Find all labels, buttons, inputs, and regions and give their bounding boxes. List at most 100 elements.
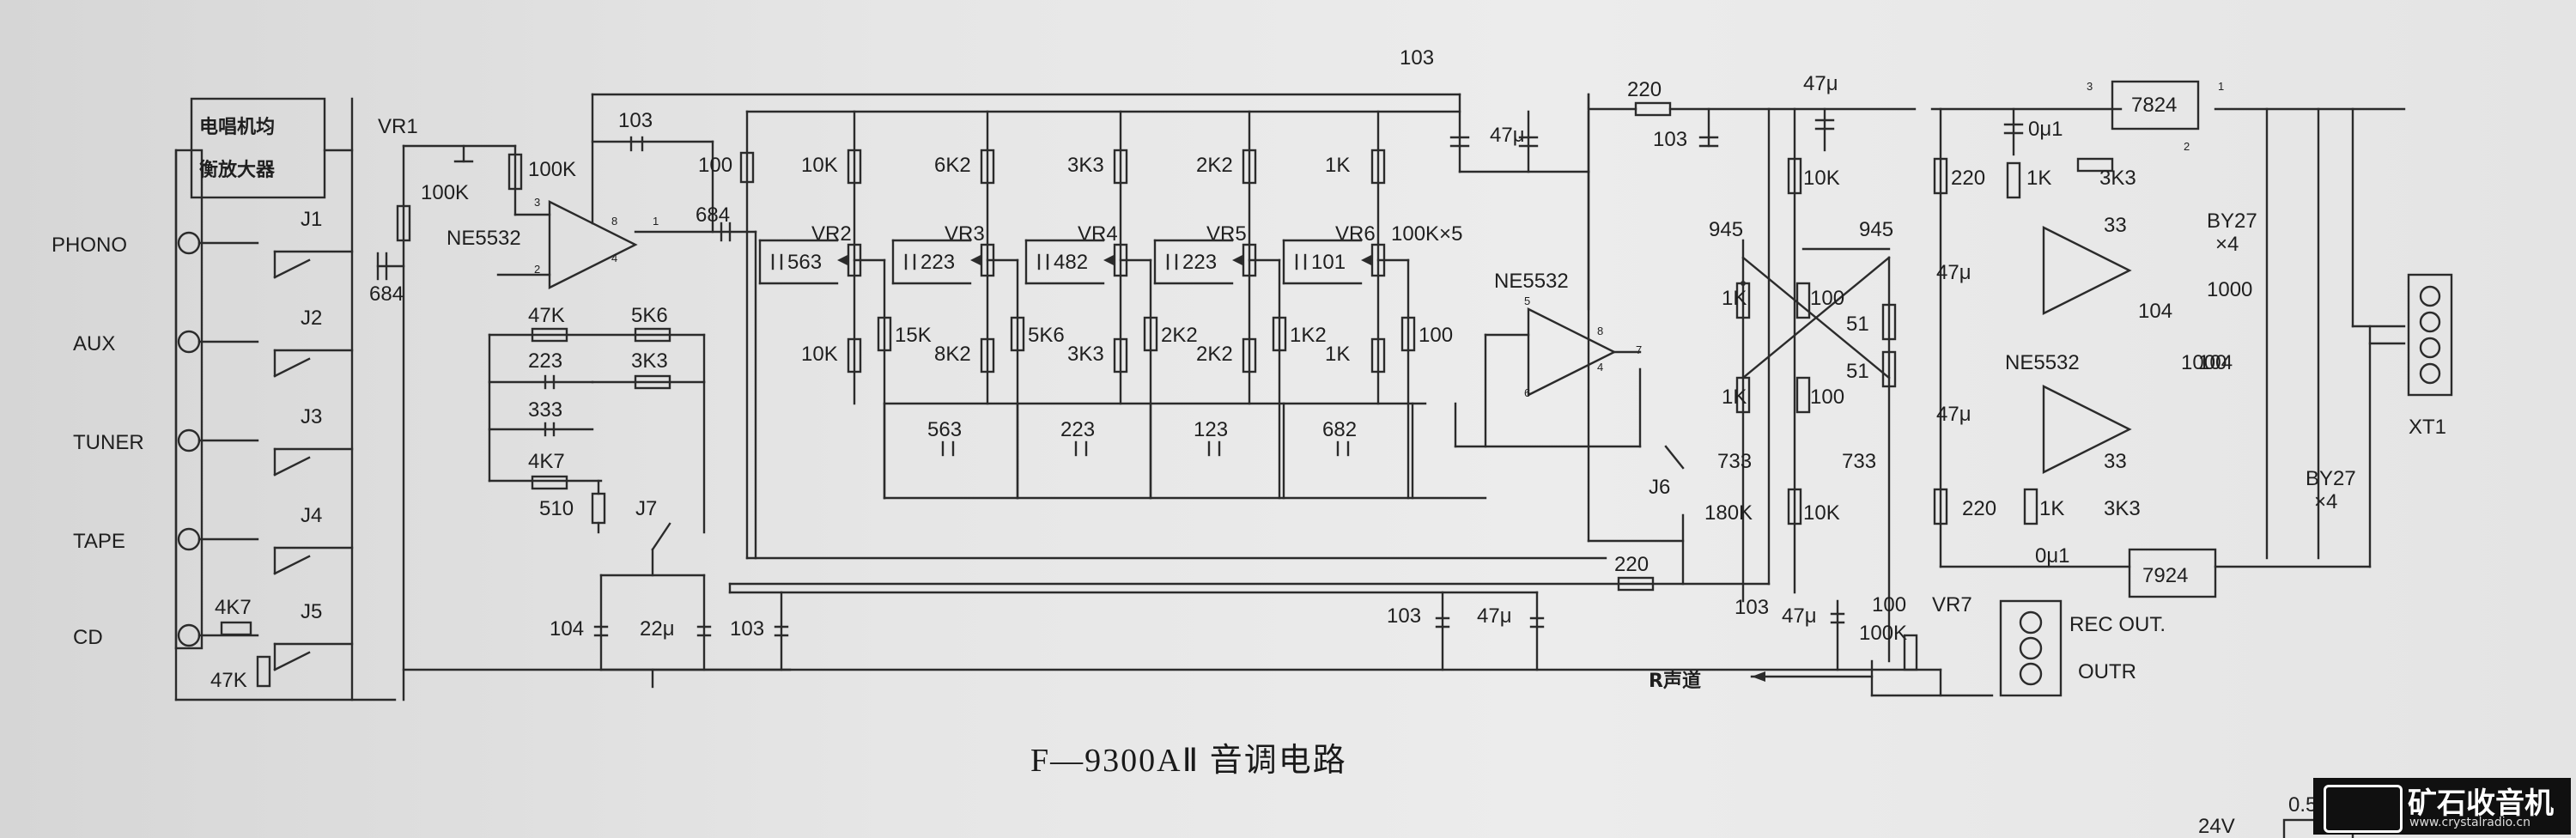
eq-r-top-3 <box>1113 149 1128 185</box>
jack-label-j2: J2 <box>301 307 322 330</box>
vr1-label: VR1 <box>378 115 418 138</box>
svg-text:7924: 7924 <box>2142 564 2188 587</box>
eq-c-label-4: 223 <box>1182 251 1217 274</box>
input-jack-cd <box>177 623 201 647</box>
eq-c-low-label-1: 563 <box>927 418 962 441</box>
svg-text:0μ1: 0μ1 <box>2035 544 2070 568</box>
eq-r-top-1 <box>847 149 862 185</box>
svg-text:47μ: 47μ <box>1490 124 1525 147</box>
svg-text:3: 3 <box>534 196 540 209</box>
r-channel-label: R声道 <box>1649 670 1701 692</box>
svg-text:180K: 180K <box>1704 501 1753 525</box>
svg-text:510: 510 <box>539 497 574 520</box>
input-jack-tape <box>177 527 201 551</box>
svg-text:2: 2 <box>2184 140 2190 153</box>
diagram-title: F—9300AⅡ 音调电路 <box>1030 743 1347 779</box>
svg-text:4: 4 <box>611 252 617 264</box>
input-r1-label: 4K7 <box>215 596 252 619</box>
eq-r-side-1 <box>877 316 892 352</box>
xt1-connector <box>2407 273 2453 397</box>
svg-text:1K: 1K <box>2026 167 2051 190</box>
eq-c-label-3: 482 <box>1054 251 1088 274</box>
eq-r-bot-label-2: 8K2 <box>934 343 971 366</box>
svg-text:1000: 1000 <box>2207 278 2252 301</box>
eq-r-top-label-4: 2K2 <box>1196 154 1233 177</box>
svg-text:103: 103 <box>1653 128 1687 151</box>
svg-text:BY27: BY27 <box>2306 467 2356 490</box>
eq-r-top-label-1: 10K <box>801 154 838 177</box>
svg-text:100: 100 <box>698 154 732 177</box>
opamp-2 <box>1527 307 1617 397</box>
eq-opamp: 103 47μ NE5532 5 8 7 4 6 J6 220 <box>728 46 1771 671</box>
opamp-3 <box>2042 226 2132 315</box>
input-label-aux: AUX <box>73 332 115 355</box>
input-label-cd: CD <box>73 626 103 649</box>
svg-text:2: 2 <box>534 263 540 276</box>
svg-text:8: 8 <box>1597 325 1603 337</box>
svg-text:223: 223 <box>528 349 562 373</box>
eq-r-top-label-5: 1K <box>1325 154 1350 177</box>
svg-text:47μ: 47μ <box>1477 604 1512 628</box>
rec-out-connector <box>1999 599 2063 697</box>
eq-vr-label-4: VR5 <box>1206 222 1247 246</box>
vr1-value: 100K <box>421 181 469 204</box>
eq-vr-label-5: VR6 <box>1335 222 1376 246</box>
svg-text:733: 733 <box>1717 450 1752 473</box>
svg-text:3: 3 <box>2087 80 2093 93</box>
eq-r-top-label-2: 6K2 <box>934 154 971 177</box>
svg-text:1: 1 <box>2218 80 2224 93</box>
input-jack-tuner <box>177 428 201 452</box>
opamp-2-label: NE5532 <box>1494 270 1569 293</box>
svg-text:100: 100 <box>1810 386 1844 409</box>
eq-r-top-label-3: 3K3 <box>1067 154 1104 177</box>
svg-text:1K: 1K <box>1722 386 1747 409</box>
eq-r-bot-3 <box>1113 337 1128 373</box>
eq-r-side-5 <box>1400 316 1416 352</box>
svg-text:1K: 1K <box>1722 287 1747 310</box>
input-jack-strip <box>174 149 204 650</box>
eq-r-side-label-2: 5K6 <box>1028 324 1065 347</box>
watermark-title: 矿石收音机 <box>2408 786 2554 821</box>
eq-r-bot-1 <box>847 337 862 373</box>
watermark-icon <box>2324 785 2403 833</box>
phono-amp-line2: 衡放大器 <box>199 159 276 181</box>
svg-text:4: 4 <box>1597 361 1603 373</box>
svg-text:VR7: VR7 <box>1932 593 1972 616</box>
svg-text:47K: 47K <box>528 304 565 327</box>
svg-text:0μ1: 0μ1 <box>2028 118 2063 141</box>
jack-label-j5: J5 <box>301 600 322 623</box>
preamp-c-top: 103 <box>618 109 653 132</box>
eq-r-side-label-1: 15K <box>895 324 932 347</box>
svg-text:733: 733 <box>1842 450 1876 473</box>
preamp-c-in: 684 <box>369 282 404 306</box>
eq-r-bot-label-1: 10K <box>801 343 838 366</box>
eq-c-label-1: 563 <box>787 251 822 274</box>
regulator-7924 <box>2128 548 2217 598</box>
eq-r-side-label-4: 1K2 <box>1290 324 1327 347</box>
power-supply: 220 0μ1 1K 3K3 33 7824 3 1 2 NE5532 47μ … <box>1930 80 2453 598</box>
svg-text:51: 51 <box>1846 313 1869 336</box>
eq-c-low-label-3: 123 <box>1194 418 1228 441</box>
eq-r-top-2 <box>980 149 995 185</box>
vr-note: 100K×5 <box>1391 222 1462 246</box>
preamp-c-out: 684 <box>696 203 730 227</box>
input-jack-aux <box>177 330 201 354</box>
eq-r-side-2 <box>1010 316 1025 352</box>
jack-label-j1: J1 <box>301 208 322 231</box>
eq-r-bot-label-3: 3K3 <box>1067 343 1104 366</box>
voltage-label: 24V <box>2198 815 2235 838</box>
eq-r-bot-5 <box>1370 337 1386 373</box>
eq-r-bot-4 <box>1242 337 1257 373</box>
eq-vr-label-1: VR2 <box>811 222 852 246</box>
rec-out-label: REC OUT. <box>2069 613 2166 636</box>
svg-text:100: 100 <box>1810 287 1844 310</box>
phono-amp-box <box>190 97 326 199</box>
svg-text:220: 220 <box>1962 497 1996 520</box>
opamp-3-label: NE5532 <box>2005 351 2080 374</box>
svg-text:220: 220 <box>1951 167 1985 190</box>
eq-vr-label-2: VR3 <box>945 222 985 246</box>
opamp-1-label: NE5532 <box>447 227 521 250</box>
input-selector: 电唱机均 衡放大器 PHONOJ1AUXJ2TUNERJ3TAPEJ4CDJ5 … <box>52 97 397 701</box>
svg-text:3K3: 3K3 <box>2104 497 2141 520</box>
